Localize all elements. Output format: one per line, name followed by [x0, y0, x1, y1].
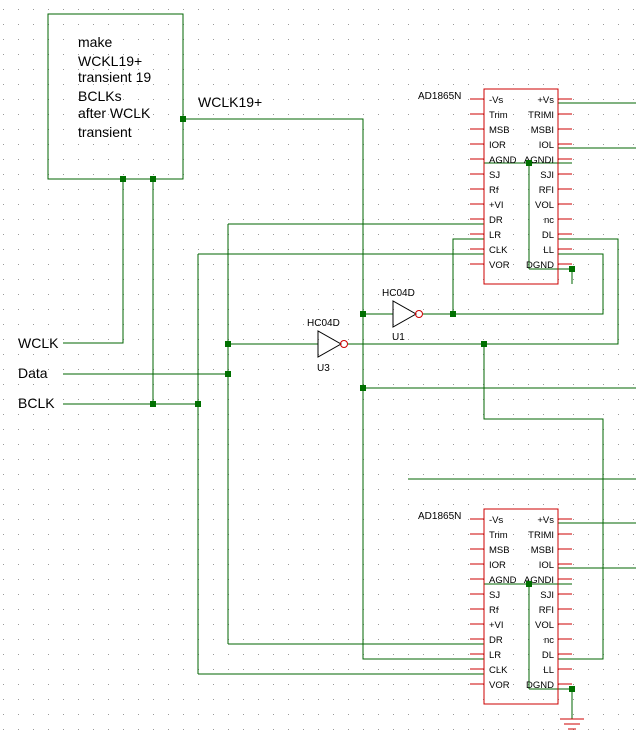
- pin-label-right: IOL: [539, 560, 554, 571]
- pin-label-left: -Vs: [489, 515, 504, 526]
- pin-label-right: IOL: [539, 140, 554, 151]
- junction-dot: [481, 341, 487, 347]
- pin-label-left: MSB: [489, 545, 510, 556]
- pin-label-right: RFI: [539, 185, 554, 196]
- junction-dot: [150, 401, 156, 407]
- pin-label-right: RFI: [539, 605, 554, 616]
- note-text: make WCKL19+ transient 19 BCLKs after WC…: [78, 34, 151, 140]
- junction-dot: [569, 266, 575, 272]
- pin-label-left: SJ: [489, 590, 500, 601]
- pin-label-left: LR: [489, 650, 501, 661]
- pin-label-right: DGND: [526, 260, 554, 271]
- pin-label-left: CLK: [489, 245, 508, 256]
- note-line: transient: [78, 124, 132, 140]
- pin-label-right: SJI: [540, 170, 554, 181]
- inverter-u3[interactable]: HC04D U3: [307, 318, 348, 374]
- inverter-u1[interactable]: HC04D U1: [382, 288, 423, 343]
- junctions: [120, 116, 575, 692]
- pin-label-left: Trim: [489, 110, 508, 121]
- pin-label-right: nc: [544, 215, 554, 226]
- pin-label-left: LR: [489, 230, 501, 241]
- junction-dot: [120, 176, 126, 182]
- u3-ref-label: U3: [317, 363, 330, 374]
- pin-label-right: MSBI: [531, 125, 554, 136]
- net-label-data: Data: [18, 365, 48, 381]
- note-block: [47, 13, 184, 180]
- pin-label-left: +VI: [489, 620, 504, 631]
- chip-part-label: AD1865N: [418, 91, 461, 102]
- junction-dot: [526, 581, 532, 587]
- u1-part-label: HC04D: [382, 288, 415, 299]
- note-line: BCLKs: [78, 88, 122, 104]
- junction-dot: [360, 385, 366, 391]
- pin-label-right: VOL: [535, 200, 554, 211]
- pin-label-right: LL: [543, 245, 554, 256]
- pin-label-left: Trim: [489, 530, 508, 541]
- pin-label-left: SJ: [489, 170, 500, 181]
- wire-u1-lr: [452, 238, 484, 314]
- pin-label-right: SJI: [540, 590, 554, 601]
- pin-label-left: MSB: [489, 125, 510, 136]
- u1-ref-label: U1: [392, 332, 405, 343]
- pin-label-left: CLK: [489, 665, 508, 676]
- pin-label-right: DL: [542, 230, 554, 241]
- pin-label-left: VOR: [489, 260, 510, 271]
- pin-label-right: nc: [544, 635, 554, 646]
- net-label-wclk19: WCLK19+: [198, 94, 262, 110]
- pin-label-right: VOL: [535, 620, 554, 631]
- pin-label-left: DR: [489, 635, 503, 646]
- u3-part-label: HC04D: [307, 318, 340, 329]
- pin-label-left: AGND: [489, 155, 517, 166]
- junction-dot: [225, 371, 231, 377]
- junction-dot: [360, 311, 366, 317]
- pin-label-left: VOR: [489, 680, 510, 691]
- junction-dot: [526, 160, 532, 166]
- junction-dot: [180, 116, 186, 122]
- junction-dot: [450, 311, 456, 317]
- junction-dot: [150, 176, 156, 182]
- pin-label-right: MSBI: [531, 545, 554, 556]
- wire-wclk: [63, 179, 124, 344]
- pin-label-right: AGNDI: [524, 575, 554, 586]
- note-line: after WCLK: [78, 105, 151, 121]
- wire-lr-bottom: [362, 388, 484, 660]
- pin-label-right: +Vs: [537, 95, 554, 106]
- pin-label-right: LL: [543, 665, 554, 676]
- chip-part-label: AD1865N: [418, 511, 461, 522]
- pin-label-left: +VI: [489, 200, 504, 211]
- chip-body: [483, 508, 559, 705]
- pin-label-left: Rf: [489, 185, 499, 196]
- net-label-bclk: BCLK: [18, 395, 55, 411]
- pin-label-left: DR: [489, 215, 503, 226]
- note-line: WCKL19+: [78, 53, 142, 69]
- junction-dot: [569, 686, 575, 692]
- pin-label-left: Rf: [489, 605, 499, 616]
- junction-dot: [195, 401, 201, 407]
- pin-label-right: TRIMI: [528, 530, 554, 541]
- pin-label-right: DL: [542, 650, 554, 661]
- net-label-wclk: WCLK: [18, 335, 59, 351]
- pin-label-right: TRIMI: [528, 110, 554, 121]
- junction-dot: [225, 341, 231, 347]
- pin-label-left: IOR: [489, 140, 506, 151]
- pin-label-left: -Vs: [489, 95, 504, 106]
- wire-u3-down: [483, 344, 604, 660]
- pin-label-right: +Vs: [537, 515, 554, 526]
- pin-label-right: DGND: [526, 680, 554, 691]
- chip-body: [483, 88, 559, 285]
- pin-label-left: AGND: [489, 575, 517, 586]
- wire-u1-out: [423, 253, 604, 315]
- pin-label-left: IOR: [489, 560, 506, 571]
- pin-label-right: AGNDI: [524, 155, 554, 166]
- note-line: make: [78, 34, 112, 50]
- note-line: transient 19: [78, 69, 151, 85]
